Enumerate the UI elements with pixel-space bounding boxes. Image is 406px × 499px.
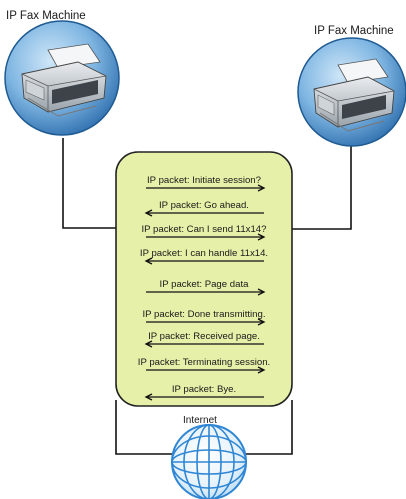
packet-message: IP packet: Terminating session. (138, 357, 270, 368)
message-list: IP packet: Initiate session? IP packet: G… (138, 175, 270, 401)
packet-arrow (144, 257, 264, 265)
left-internet-connector (115, 400, 178, 455)
connector-lines (62, 135, 352, 455)
packet-message: IP packet: Go ahead. (159, 200, 249, 211)
packet-message: IP packet: Received page. (148, 331, 260, 342)
packet-arrow (144, 209, 264, 217)
message-panel (115, 151, 293, 407)
packet-arrow (146, 318, 266, 326)
packet-message: IP packet: Bye. (172, 384, 236, 395)
packet-arrow (146, 288, 266, 296)
packet-message: IP packet: Page data (160, 279, 250, 290)
packet-arrow (146, 184, 266, 192)
internet-label: Internet (183, 415, 217, 426)
packet-arrow (146, 366, 266, 374)
right-connector (290, 135, 352, 230)
right-internet-connector (240, 400, 293, 455)
packet-message: IP packet: Can I send 11x14? (142, 224, 267, 235)
packet-arrow (146, 233, 266, 241)
packet-arrow (144, 393, 264, 401)
left-fax-machine-icon (4, 20, 120, 136)
left-connector (62, 138, 118, 229)
right-machine-label: IP Fax Machine (314, 25, 394, 37)
right-fax-machine-icon (297, 37, 406, 147)
packet-arrow (144, 340, 264, 348)
packet-message: IP packet: I can handle 11x14. (140, 248, 268, 259)
packet-message: IP packet: Done transmitting. (142, 309, 265, 320)
left-machine-label: IP Fax Machine (6, 10, 86, 22)
packet-message: IP packet: Initiate session? (147, 175, 261, 186)
globe-icon (171, 424, 247, 499)
